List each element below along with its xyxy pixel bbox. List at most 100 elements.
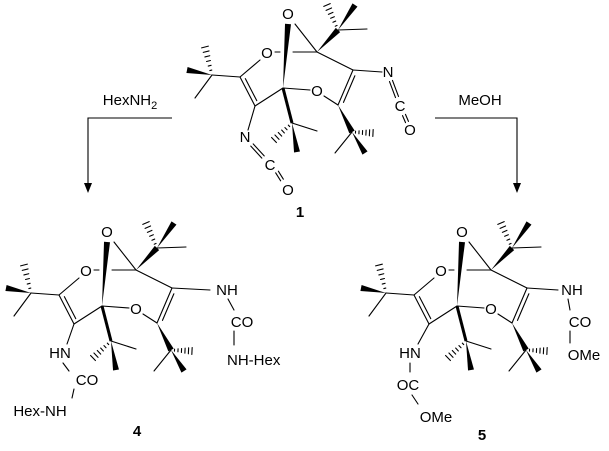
carbamate-CO-label: OC — [397, 377, 420, 394]
bond — [142, 313, 158, 324]
hash-line — [23, 273, 30, 276]
hashed-bond — [271, 124, 291, 144]
hash-line — [499, 225, 507, 229]
hash-line — [451, 349, 457, 355]
hash-line — [284, 127, 288, 131]
bridge-oxygen-label: O — [282, 6, 294, 23]
isocyanate-O-label: O — [282, 182, 294, 199]
methyl-bond — [334, 131, 353, 154]
alkene-double-bond — [244, 78, 258, 102]
isocyanate-C-label: C — [395, 98, 406, 115]
compound-number-label: 5 — [478, 427, 486, 444]
bond — [417, 323, 430, 345]
hash-line — [325, 7, 333, 11]
hash-line — [327, 11, 334, 15]
wedge-bond — [171, 350, 187, 373]
methyl-bond — [153, 349, 172, 372]
methyl-bond — [194, 74, 213, 99]
hash-line — [274, 134, 280, 140]
bond — [171, 287, 211, 291]
compound-number-label: 1 — [296, 204, 304, 221]
bridge-wedge-bond — [457, 241, 465, 306]
alkene-double-bond — [161, 293, 175, 321]
hash-line — [20, 263, 28, 267]
wedge-bond — [466, 341, 474, 371]
methyl-bond — [110, 340, 137, 350]
wedge-bond — [338, 3, 358, 30]
hashed-bond — [497, 221, 512, 245]
compound-number-label: 4 — [133, 423, 142, 440]
hash-line — [448, 352, 454, 358]
bond — [58, 277, 80, 296]
hash-line — [455, 347, 459, 352]
hashed-bond — [201, 45, 213, 72]
bond — [352, 69, 383, 73]
hash-line — [142, 221, 150, 225]
isocyanate-O-label: O — [404, 122, 416, 139]
bold-bond — [281, 87, 294, 124]
hash-line — [202, 50, 210, 53]
hashed-bond — [20, 263, 32, 290]
wedge-bond — [111, 341, 119, 371]
bond — [490, 269, 528, 289]
isocyanate-double-bond — [388, 81, 397, 99]
reaction-arrow-methanol: MeOH — [435, 92, 521, 193]
hashed-bond — [375, 263, 387, 290]
bridge-wedge-bond — [283, 23, 291, 88]
ring-oxygen-label: O — [130, 301, 142, 318]
arrowhead — [513, 183, 521, 193]
hash-line — [146, 229, 153, 233]
bond — [413, 277, 435, 296]
alkene-double-bond — [337, 69, 354, 106]
bond — [428, 305, 458, 325]
urea-NH-label: NH — [216, 282, 238, 299]
bond — [411, 394, 419, 405]
hash-line — [504, 234, 509, 237]
bond — [227, 298, 235, 311]
bond — [254, 87, 284, 107]
carbamate-NH-label: HN — [399, 345, 421, 362]
wedge-bond — [136, 245, 160, 270]
arrow-line — [435, 117, 518, 186]
wedge-bond — [157, 221, 177, 248]
hash-line — [458, 345, 462, 349]
wedge-bond — [491, 245, 515, 270]
hash-line — [461, 342, 465, 346]
bond — [30, 292, 60, 296]
hash-line — [508, 242, 512, 245]
alkene-double-bond — [239, 76, 256, 107]
hash-line — [506, 238, 511, 241]
hash-line — [330, 16, 335, 19]
isocyanate-N-label: N — [240, 129, 251, 146]
hash-line — [375, 263, 383, 267]
hashed-bond — [354, 128, 374, 138]
hash-line — [281, 129, 285, 134]
bond — [239, 59, 261, 78]
wedge-bond — [360, 285, 386, 293]
alkene-double-bond — [418, 296, 432, 320]
methyl-bond — [156, 246, 187, 249]
hash-line — [332, 20, 337, 23]
wedge-bond — [352, 132, 368, 155]
methoxy-label: OMe — [568, 347, 601, 364]
methyl-bond — [13, 292, 32, 317]
bond — [211, 74, 241, 78]
hash-line — [21, 268, 29, 271]
hash-line — [103, 345, 107, 349]
isocyanate-double-bond — [401, 115, 407, 124]
isocyanate-double-bond — [277, 170, 284, 180]
alkene-double-bond — [511, 287, 528, 324]
hexylamino-label: NH-Hex — [227, 352, 281, 369]
hashed-bond — [323, 3, 338, 27]
wedge-bond — [317, 27, 341, 52]
hash-line — [153, 242, 157, 245]
isocyanate-N-label: N — [383, 64, 394, 81]
isocyanate-double-bond — [404, 113, 410, 122]
reagent-label-methanol: MeOH — [458, 92, 501, 109]
bridge-wedge-bond — [102, 241, 110, 306]
bond — [316, 51, 354, 71]
